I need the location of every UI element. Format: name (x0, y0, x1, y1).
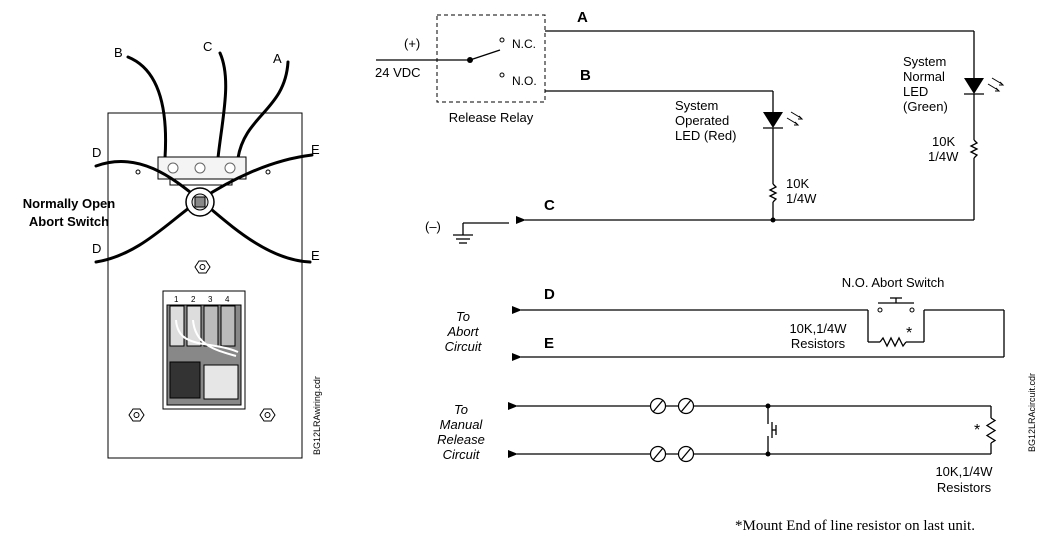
wire-a-label: A (273, 51, 282, 66)
green-led-label-3: LED (903, 84, 928, 99)
terminal-symbol-slash (680, 447, 692, 461)
red-led-ray-heads (794, 115, 804, 126)
abort-resistor (879, 336, 907, 348)
red-led-icon (763, 112, 783, 128)
wire-c-label: C (203, 39, 212, 54)
abort-switch-contact (909, 307, 915, 313)
abort-switch-label-line2: Abort Switch (29, 214, 109, 229)
relay-terminal (203, 305, 219, 347)
terminal-2-label: 2 (191, 295, 196, 304)
abort-circuit-label-1: To (456, 309, 470, 324)
terminal-screw (167, 162, 179, 174)
abort-circuit-label-2: Abort (446, 324, 479, 339)
red-resistor (768, 183, 778, 203)
terminal-symbol-slash (652, 399, 664, 413)
release-relay-label: Release Relay (449, 110, 534, 125)
abort-switch-cap (194, 196, 206, 208)
supply-polarity-label: (+) (404, 36, 420, 51)
manual-asterisk: * (974, 422, 980, 439)
device-wiring-view: B C A D E D E Normally Open Abort Switch… (23, 39, 322, 459)
green-led-label-1: System (903, 54, 946, 69)
green-resistor-label-2: 1/4W (928, 149, 959, 164)
line-c-label: C (544, 197, 555, 214)
release-relay-box (436, 14, 546, 103)
relay-nc-label: N.C. (512, 37, 536, 51)
wire-e-top-label: E (311, 142, 320, 157)
wire-b (126, 55, 168, 160)
mount-hole (135, 169, 141, 175)
red-resistor-label-2: 1/4W (786, 191, 817, 206)
terminal-screw (194, 162, 206, 174)
line-a-label: A (577, 9, 588, 26)
relay-terminal (220, 305, 236, 347)
relay-nc-contact (499, 37, 505, 43)
wire-e-bottom-label: E (311, 248, 320, 263)
abort-asterisk: * (906, 325, 912, 342)
line-d-label: D (544, 286, 555, 303)
line-b-label: B (580, 67, 591, 84)
relay-no-contact (499, 72, 505, 78)
wire-a (236, 60, 290, 160)
relay-no-label: N.O. (512, 74, 537, 88)
terminal-symbol-slash (652, 447, 664, 461)
hex-nut-hole (199, 264, 206, 270)
wire-d-bottom-label: D (92, 241, 101, 256)
red-led-label-1: System (675, 98, 718, 113)
terminal-screw (224, 162, 236, 174)
circuit-file-name: BG12LRAcircuit.cdr (1027, 373, 1037, 452)
ground-label: (–) (425, 219, 441, 234)
abort-resistor-label-1: 10K,1/4W (789, 321, 847, 336)
terminal-symbols-bottom (649, 445, 695, 463)
manual-resistor (985, 417, 997, 444)
terminal-symbols-top (649, 397, 695, 415)
red-led-label-3: LED (Red) (675, 128, 736, 143)
manual-resistor-label-1: 10K,1/4W (935, 464, 993, 479)
hex-nut-hole (133, 412, 140, 418)
abort-switch-contact (877, 307, 883, 313)
green-led-label-2: Normal (903, 69, 945, 84)
relay-contact-arm (469, 49, 501, 61)
abort-switch-label-line1: Normally Open (23, 196, 116, 211)
green-led-ray-heads (995, 81, 1005, 92)
wire-c (216, 51, 228, 160)
relay-coil (203, 364, 239, 400)
terminal-4-label: 4 (225, 295, 230, 304)
line-e-label: E (544, 335, 554, 352)
abort-circuit-label-3: Circuit (445, 339, 483, 354)
supply-voltage-label: 24 VDC (375, 65, 421, 80)
footnote: *Mount End of line resistor on last unit… (735, 518, 975, 534)
abort-switch-label: N.O. Abort Switch (842, 275, 945, 290)
green-led-icon (964, 78, 984, 94)
manual-circuit-label-3: Release (437, 432, 485, 447)
green-resistor-label-1: 10K (932, 134, 955, 149)
manual-circuit-label-4: Circuit (443, 447, 481, 462)
green-led-rays (987, 77, 1003, 91)
hex-nut-hole (264, 412, 271, 418)
wire-d-top-label: D (92, 145, 101, 160)
manual-resistor-label-2: Resistors (937, 480, 992, 495)
relay-body (169, 361, 201, 399)
terminal-symbol-slash (680, 399, 692, 413)
red-led-rays (786, 111, 802, 125)
red-led-label-2: Operated (675, 113, 729, 128)
manual-circuit-label-1: To (454, 402, 468, 417)
red-resistor-label-1: 10K (786, 176, 809, 191)
green-resistor (969, 139, 979, 159)
circuit-schematic: (+) 24 VDC N.C. N.O. Release Relay A Sys… (375, 9, 1037, 534)
manual-circuit-label-2: Manual (440, 417, 484, 432)
abort-switch-area-mask (868, 307, 924, 313)
wire-b-label: B (114, 45, 123, 60)
green-led-label-4: (Green) (903, 99, 948, 114)
relay-wires (175, 319, 239, 357)
wiring-file-name: BG12LRAwiring.cdr (312, 376, 322, 455)
abort-resistor-label-2: Resistors (791, 336, 846, 351)
mount-hole (265, 169, 271, 175)
terminal-3-label: 3 (208, 295, 213, 304)
terminal-1-label: 1 (174, 295, 179, 304)
